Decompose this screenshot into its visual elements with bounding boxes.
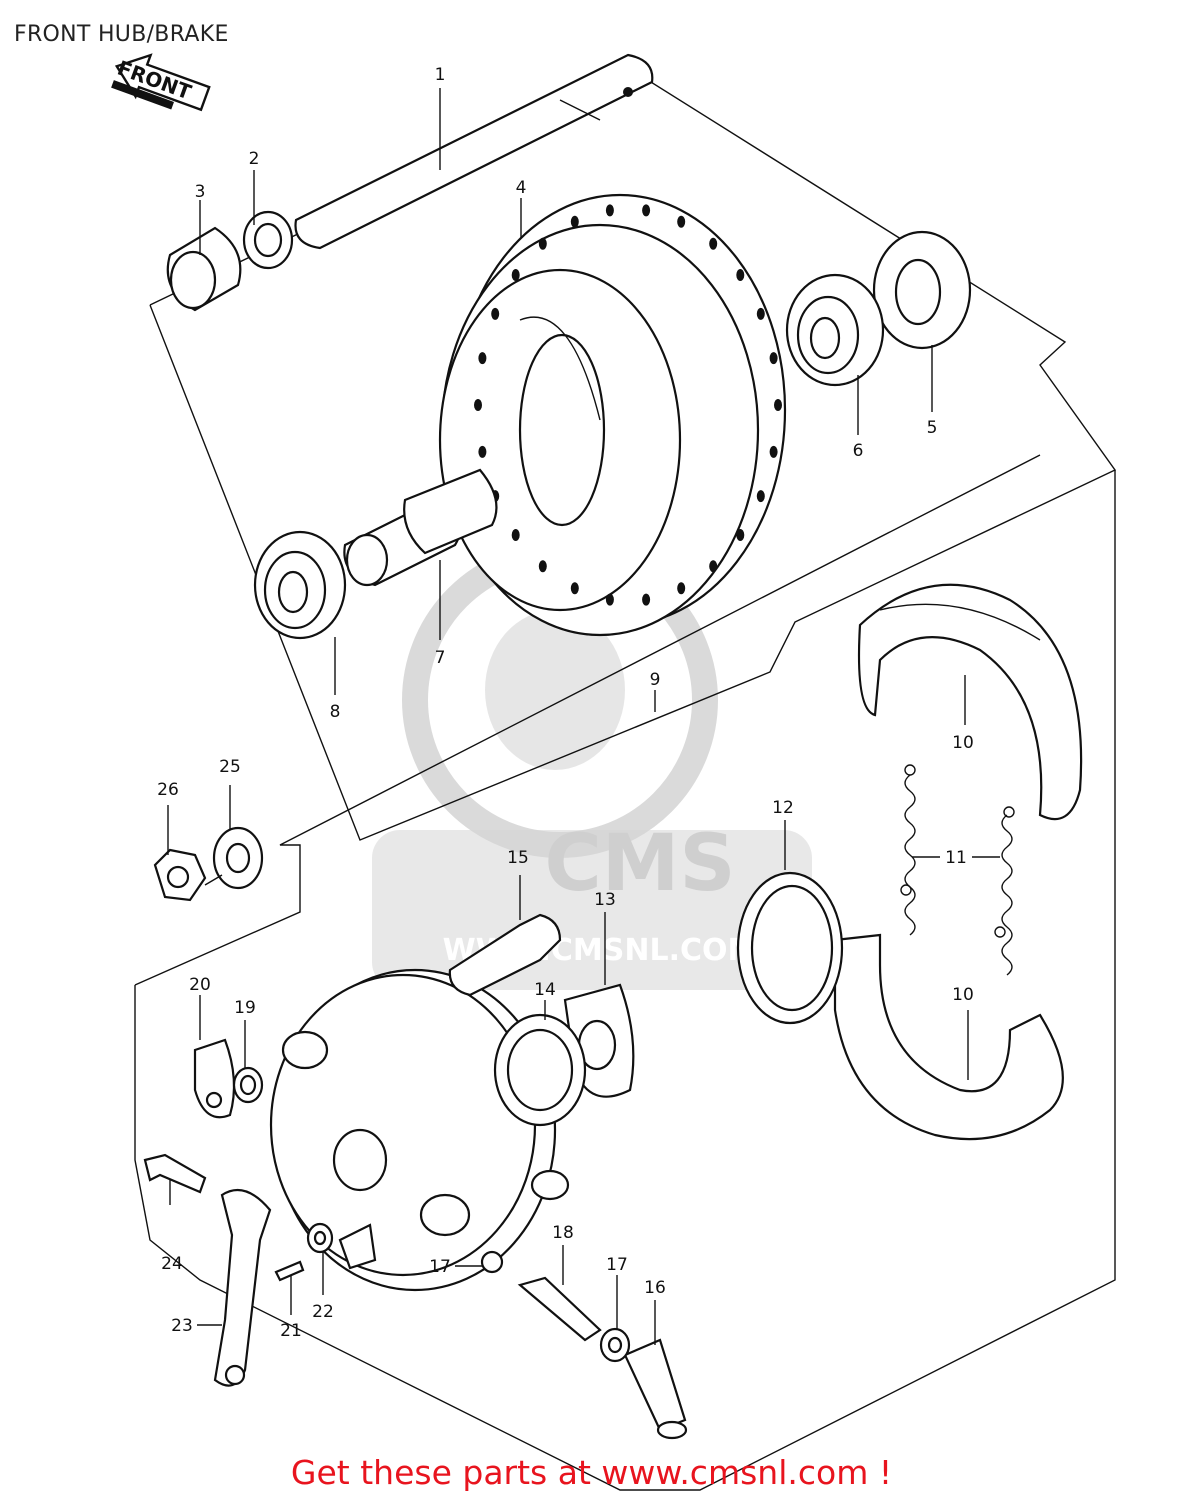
hub-drill-hole: [538, 237, 547, 250]
hub-drill-hole: [642, 593, 651, 606]
label-part-20: 20: [189, 975, 211, 995]
label-part-2: 2: [249, 149, 260, 169]
hub-drill-hole: [491, 307, 500, 320]
hub-drill-hole: [605, 204, 614, 217]
label-part-15: 15: [507, 848, 529, 868]
part-oil-seal: [872, 230, 972, 350]
part-bearing-right: [785, 273, 885, 387]
hub-drill-hole: [570, 215, 579, 228]
part-washer: [242, 210, 294, 270]
hub-drill-hole: [709, 237, 718, 250]
part-speedometer-pinion: [517, 1276, 602, 1342]
brake-group-outline: [134, 454, 1041, 986]
label-part-4: 4: [516, 178, 527, 198]
hub-drill-hole: [736, 269, 745, 281]
part-bolt: [143, 1153, 207, 1194]
hub-drill-hole: [736, 529, 745, 541]
label-part-24: 24: [161, 1254, 183, 1274]
hub-drill-hole: [677, 215, 686, 228]
label-part-26: 26: [157, 780, 179, 800]
part-o-ring: [232, 1066, 264, 1104]
label-part-19: 19: [234, 998, 256, 1018]
footer-parts-link[interactable]: Get these parts at www.cmsnl.com !: [290, 1453, 893, 1492]
part-axle-nut: [153, 848, 207, 902]
label-part-22: 22: [312, 1302, 334, 1322]
hub-drill-hole: [642, 204, 651, 217]
label-part-23: 23: [171, 1316, 193, 1336]
part-axle-washer: [212, 826, 264, 890]
label-part-17-right: 17: [606, 1255, 628, 1275]
hub-drill-hole: [774, 399, 782, 411]
watermark-logo-text: CMS: [544, 819, 735, 909]
label-part-10-lower: 10: [952, 985, 974, 1005]
label-part-14: 14: [534, 980, 556, 1000]
label-part-11: 11: [945, 848, 967, 868]
hub-drill-hole: [769, 445, 778, 458]
hub-drill-hole: [511, 529, 520, 541]
part-wear-indicator: [193, 1038, 236, 1119]
hub-drill-hole: [677, 582, 686, 595]
hub-drill-hole: [570, 582, 579, 595]
part-brake-panel: [269, 968, 570, 1292]
label-part-21: 21: [280, 1321, 302, 1341]
part-grease-seal: [736, 871, 844, 1025]
hub-drill-hole: [756, 490, 765, 503]
part-axle: [294, 53, 654, 250]
part-brake-camshaft: [448, 913, 562, 997]
part-springs: [900, 764, 1015, 976]
label-part-18: 18: [552, 1223, 574, 1243]
part-pin: [274, 1260, 305, 1282]
part-cam-lever: [213, 1188, 272, 1387]
hub-drill-hole: [474, 399, 482, 411]
part-bushing: [623, 1338, 688, 1440]
hub-drill-hole: [756, 307, 765, 320]
label-part-3: 3: [195, 182, 206, 202]
part-brake-shoe-lower: [833, 933, 1064, 1141]
label-part-6: 6: [853, 441, 864, 461]
label-part-25: 25: [219, 757, 241, 777]
label-part-5: 5: [927, 418, 938, 438]
hub-drill-hole: [511, 269, 520, 281]
hub-drill-hole: [538, 560, 547, 573]
part-brake-shoe-upper: [857, 583, 1083, 821]
label-part-17-left: 17: [429, 1257, 451, 1277]
hub-drill-hole: [605, 593, 614, 606]
page-title: FRONT HUB/BRAKE: [14, 22, 229, 47]
leader-lines: [167, 88, 1000, 1345]
part-nut-small: [306, 1222, 334, 1254]
label-part-16: 16: [644, 1278, 666, 1298]
part-bearing-left: [253, 530, 347, 640]
hub-drill-hole: [709, 560, 718, 573]
part-collar: [166, 226, 242, 312]
label-part-8: 8: [330, 702, 341, 722]
part-speedometer-gear: [493, 1013, 587, 1127]
part-distance-collar: [343, 468, 498, 587]
label-part-7: 7: [435, 648, 446, 668]
part-hub: [438, 193, 787, 637]
label-part-12: 12: [772, 798, 794, 818]
hub-drill-hole: [769, 352, 778, 365]
hub-holes: [474, 204, 782, 606]
hub-drill-hole: [478, 445, 487, 458]
hub-drill-hole: [478, 352, 487, 365]
label-part-1: 1: [435, 65, 446, 85]
label-part-10-upper: 10: [952, 733, 974, 753]
part-labels: 1 2 3 4 5 6 7 8 9 10 11 12 13 14 15 16 1…: [157, 65, 974, 1341]
label-part-13: 13: [594, 890, 616, 910]
front-direction-arrow: FRONT: [111, 53, 211, 112]
label-part-9: 9: [650, 670, 661, 690]
part-washer-small: [599, 1327, 631, 1363]
